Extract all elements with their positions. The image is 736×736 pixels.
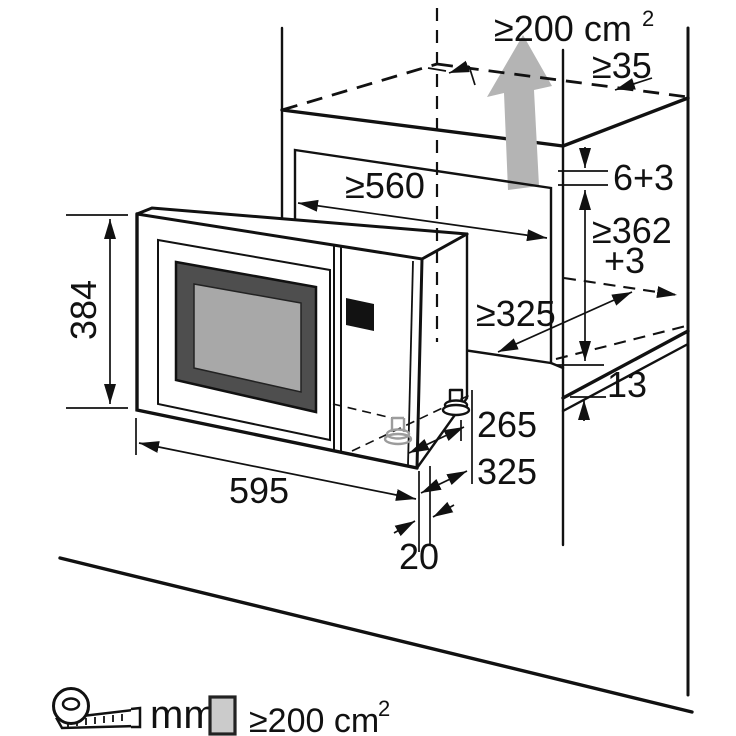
niche-depth-arrow (497, 291, 633, 353)
protrusion-arrow-right (432, 501, 455, 518)
cabinet-top-right-edge (561, 96, 690, 148)
room (58, 26, 694, 714)
adjustable-foot-front (441, 388, 471, 417)
top-clearance-label: 6+3 (613, 157, 674, 198)
door-protrusion-label: 20 (399, 536, 439, 577)
feet-setback-arrow (408, 426, 465, 454)
niche-width-label: ≥560 (345, 165, 425, 206)
door-window-glass (193, 283, 302, 393)
niche-width-arrow (297, 199, 548, 242)
hidden-bottom-edge-dashed (332, 403, 393, 419)
niche-height-label: ≥362 (592, 210, 672, 251)
niche-height-tol-label: +3 (604, 240, 645, 281)
legend-vent-square (208, 695, 237, 736)
cabinet (280, 26, 690, 547)
feet-depth-label: 325 (477, 451, 537, 492)
dim-tick (427, 67, 447, 72)
feet-depth-arrow (420, 470, 468, 494)
legend: mm ≥200 cm 2 (52, 687, 390, 736)
rear-gap-label: ≥35 (592, 45, 652, 86)
top-vent-sup: 2 (642, 6, 654, 31)
ventilation-arrow-icon (487, 35, 552, 190)
legend-vent-sup: 2 (378, 696, 390, 721)
base-thickness-label: 13 (607, 364, 647, 405)
legend-unit-label: mm (150, 693, 217, 736)
labels: ≥200 cm 2 ≥35 6+3 ≥362 +3 ≥560 ≥325 13 3… (63, 6, 674, 577)
display (346, 298, 374, 331)
rear-gap-arrow-tail (468, 65, 476, 86)
legend-vent-label: ≥200 cm (249, 702, 379, 736)
cabinet-top-rear-right-dashed (436, 62, 689, 99)
appliance-width-label: 595 (229, 470, 289, 511)
base-shelf-top-edge (561, 329, 690, 400)
feet-setback-label: 265 (477, 404, 537, 445)
floor-line (58, 556, 694, 714)
door-outline (157, 238, 331, 442)
rear-gap-arrow (448, 60, 470, 74)
niche-depth-label: ≥325 (476, 293, 556, 334)
appliance-height-label: 384 (63, 280, 104, 340)
cabinet-top-rear-left-dashed (281, 62, 438, 112)
top-vent-label: ≥200 cm (494, 8, 632, 49)
microwave (135, 206, 473, 470)
rear-gap-leader (614, 77, 653, 91)
tape-measure-icon (52, 687, 142, 730)
base-shelf-bottom-edge (561, 342, 690, 413)
appliance-width-arrow (138, 441, 417, 501)
protrusion-arrow-left (393, 520, 416, 537)
dimensions (66, 8, 678, 552)
